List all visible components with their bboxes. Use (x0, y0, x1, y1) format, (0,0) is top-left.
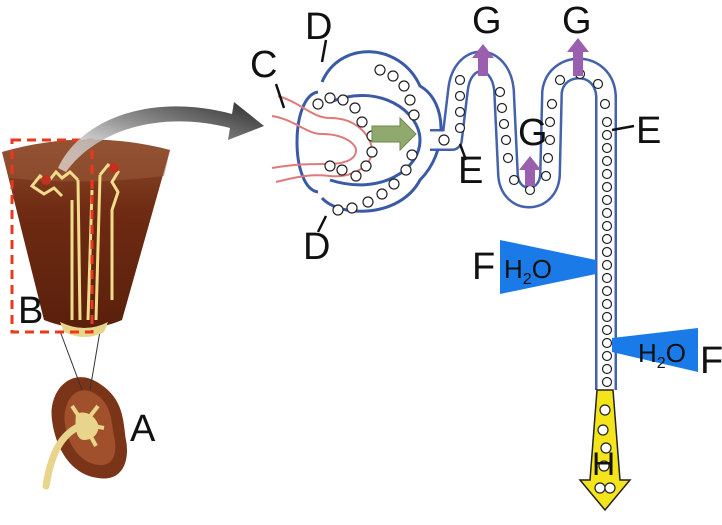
label-a: A (130, 408, 156, 450)
collecting-duct-particle (601, 207, 613, 219)
label-d-bottom: D (303, 226, 331, 268)
collecting-duct-particle (601, 350, 613, 362)
zoom-arrow-icon (58, 102, 264, 172)
bowman-capsule-wall (329, 94, 422, 187)
collecting-duct-particle (601, 298, 613, 310)
collecting-duct-particle (601, 194, 613, 206)
water-label-left-tail: O (531, 254, 552, 284)
collecting-duct-particles (601, 116, 613, 388)
label-g-middle: G (518, 112, 548, 154)
label-leader-lines (274, 39, 635, 233)
reabsorption-arrow-icon (472, 38, 589, 186)
label-f-right: F (700, 340, 722, 382)
collecting-duct-particle (601, 142, 613, 154)
urine-particles (594, 404, 616, 494)
collecting-duct-particle (601, 233, 613, 245)
label-e-right: E (636, 110, 662, 152)
water-label-left-sub: 2 (522, 271, 532, 289)
collecting-duct-particle (601, 246, 613, 258)
label-e-left: E (458, 150, 484, 192)
label-h: H (592, 446, 616, 482)
water-label-right: H2O (638, 340, 686, 372)
zoom-line-right (89, 330, 101, 391)
water-arrow-right-icon (612, 328, 698, 372)
collecting-duct-particle (601, 181, 613, 193)
collecting-duct-particle (601, 259, 613, 271)
label-b: B (18, 290, 44, 332)
collecting-duct-particle (601, 155, 613, 167)
label-g-left: G (472, 0, 502, 42)
collecting-duct-particle (601, 324, 613, 336)
collecting-duct-particle (601, 272, 613, 284)
collecting-duct-particle (601, 337, 613, 349)
water-arrow-left-icon (500, 240, 596, 294)
water-label-right-main: H (638, 338, 657, 368)
label-d-top: D (305, 6, 333, 48)
label-g-right: G (562, 0, 592, 42)
collecting-duct-particle (601, 311, 613, 323)
water-label-right-sub: 2 (656, 355, 666, 373)
renal-pyramid-wedge (2, 139, 170, 337)
collecting-duct-particle (601, 376, 613, 388)
kidney-icon (42, 377, 127, 490)
label-c: C (250, 44, 278, 86)
filtration-arrow-icon (371, 116, 417, 152)
collecting-duct-particle (601, 116, 613, 128)
water-label-right-tail: O (665, 338, 686, 368)
collecting-duct-particle (601, 129, 613, 141)
zoom-line-left (59, 330, 83, 391)
collecting-duct-particle (601, 168, 613, 180)
collecting-duct-particle (601, 220, 613, 232)
collecting-duct-particle (601, 363, 613, 375)
filtrate-particles (312, 64, 611, 216)
water-label-left-main: H (504, 254, 523, 284)
bowman-capsule-inner (295, 90, 319, 194)
water-label-left: H2O (504, 256, 552, 288)
label-f-left: F (472, 246, 496, 288)
collecting-duct-particle (601, 285, 613, 297)
tubule-outline (320, 50, 443, 213)
